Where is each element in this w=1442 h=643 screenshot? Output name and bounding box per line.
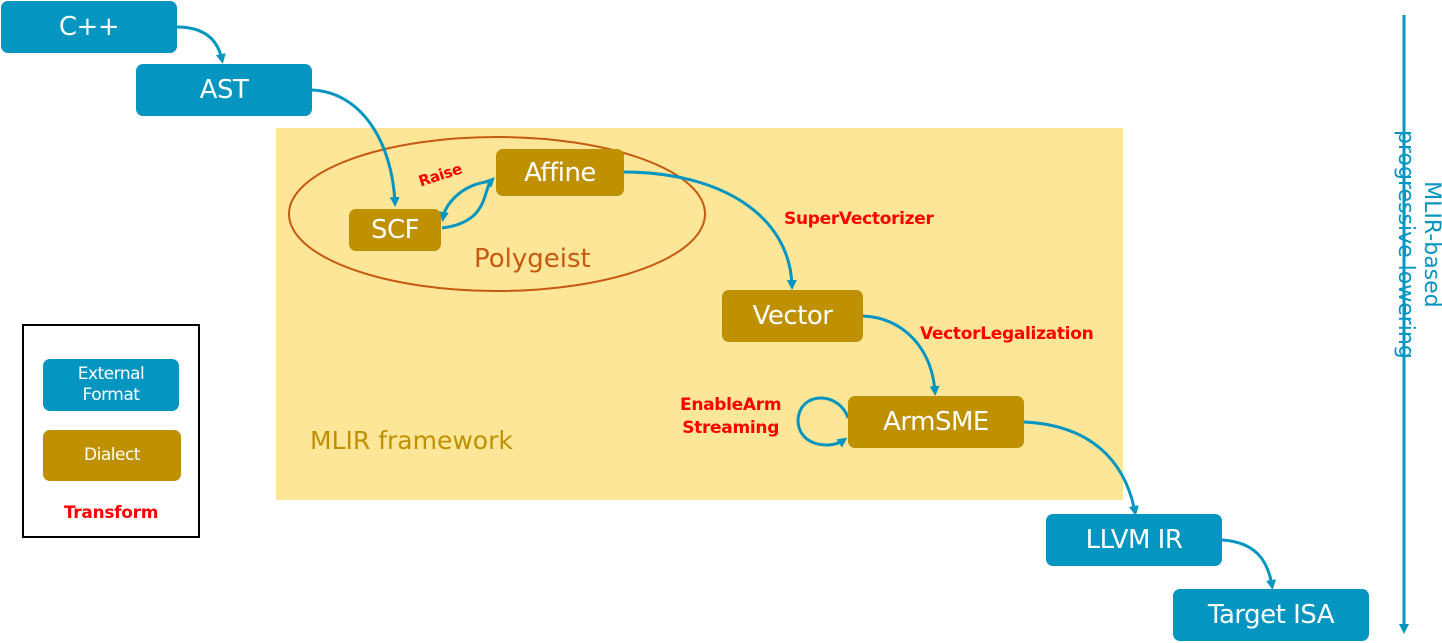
- legend-external-line1: External: [77, 363, 145, 384]
- mlir-framework-label: MLIR framework: [310, 426, 513, 455]
- node-ast-label: AST: [199, 75, 249, 105]
- node-affine-label: Affine: [524, 157, 596, 188]
- node-target-isa-label: Target ISA: [1207, 600, 1335, 630]
- legend-transform: Transform: [63, 503, 159, 523]
- arrow-affine-to-scf: [438, 180, 487, 222]
- progressive-lowering-label: MLIR-based progressive lowering: [1391, 130, 1442, 359]
- arrow-vector-to-armsme: [862, 314, 940, 396]
- transform-enable-arm-streaming: EnableArm Streaming: [680, 394, 782, 440]
- arrow-armsme-self-loop: [796, 396, 850, 448]
- legend-dialect-label: Dialect: [84, 444, 140, 465]
- arrow-affine-to-vector: [623, 170, 797, 290]
- legend: External Format Dialect Transform: [22, 324, 200, 538]
- arrow-armsme-to-llvm: [1023, 420, 1139, 516]
- progressive-lowering-line2: progressive lowering: [1392, 130, 1418, 359]
- node-scf: SCF: [349, 209, 441, 251]
- transform-supervectorizer: SuperVectorizer: [784, 209, 934, 229]
- legend-external-line2: Format: [82, 385, 140, 405]
- arrow-ast-to-scf: [311, 88, 400, 207]
- node-scf-label: SCF: [370, 215, 420, 245]
- node-cpp: C++: [1, 1, 177, 53]
- polygeist-outline: [288, 136, 706, 292]
- arrow-llvm-to-target: [1221, 538, 1277, 590]
- transform-enable-arm-streaming-line1: EnableArm: [680, 395, 782, 415]
- legend-dialect: Dialect: [43, 430, 181, 481]
- transform-enable-arm-streaming-line2: Streaming: [682, 417, 780, 438]
- transform-vector-legalization: VectorLegalization: [920, 324, 1094, 344]
- node-ast: AST: [136, 64, 312, 116]
- progressive-lowering-line1: MLIR-based: [1419, 181, 1442, 308]
- node-affine: Affine: [496, 149, 624, 196]
- node-armsme: ArmSME: [848, 396, 1024, 448]
- node-llvm-ir: LLVM IR: [1046, 514, 1222, 566]
- node-vector: Vector: [722, 290, 863, 342]
- polygeist-label: Polygeist: [474, 244, 591, 274]
- node-llvm-ir-label: LLVM IR: [1085, 525, 1183, 555]
- node-target-isa: Target ISA: [1173, 589, 1369, 641]
- legend-external-format: External Format: [43, 359, 179, 411]
- node-cpp-label: C++: [58, 12, 120, 42]
- arrow-scf-to-affine: [441, 177, 495, 230]
- node-vector-label: Vector: [752, 301, 833, 331]
- node-armsme-label: ArmSME: [883, 407, 989, 437]
- arrow-cpp-to-ast: [176, 25, 226, 64]
